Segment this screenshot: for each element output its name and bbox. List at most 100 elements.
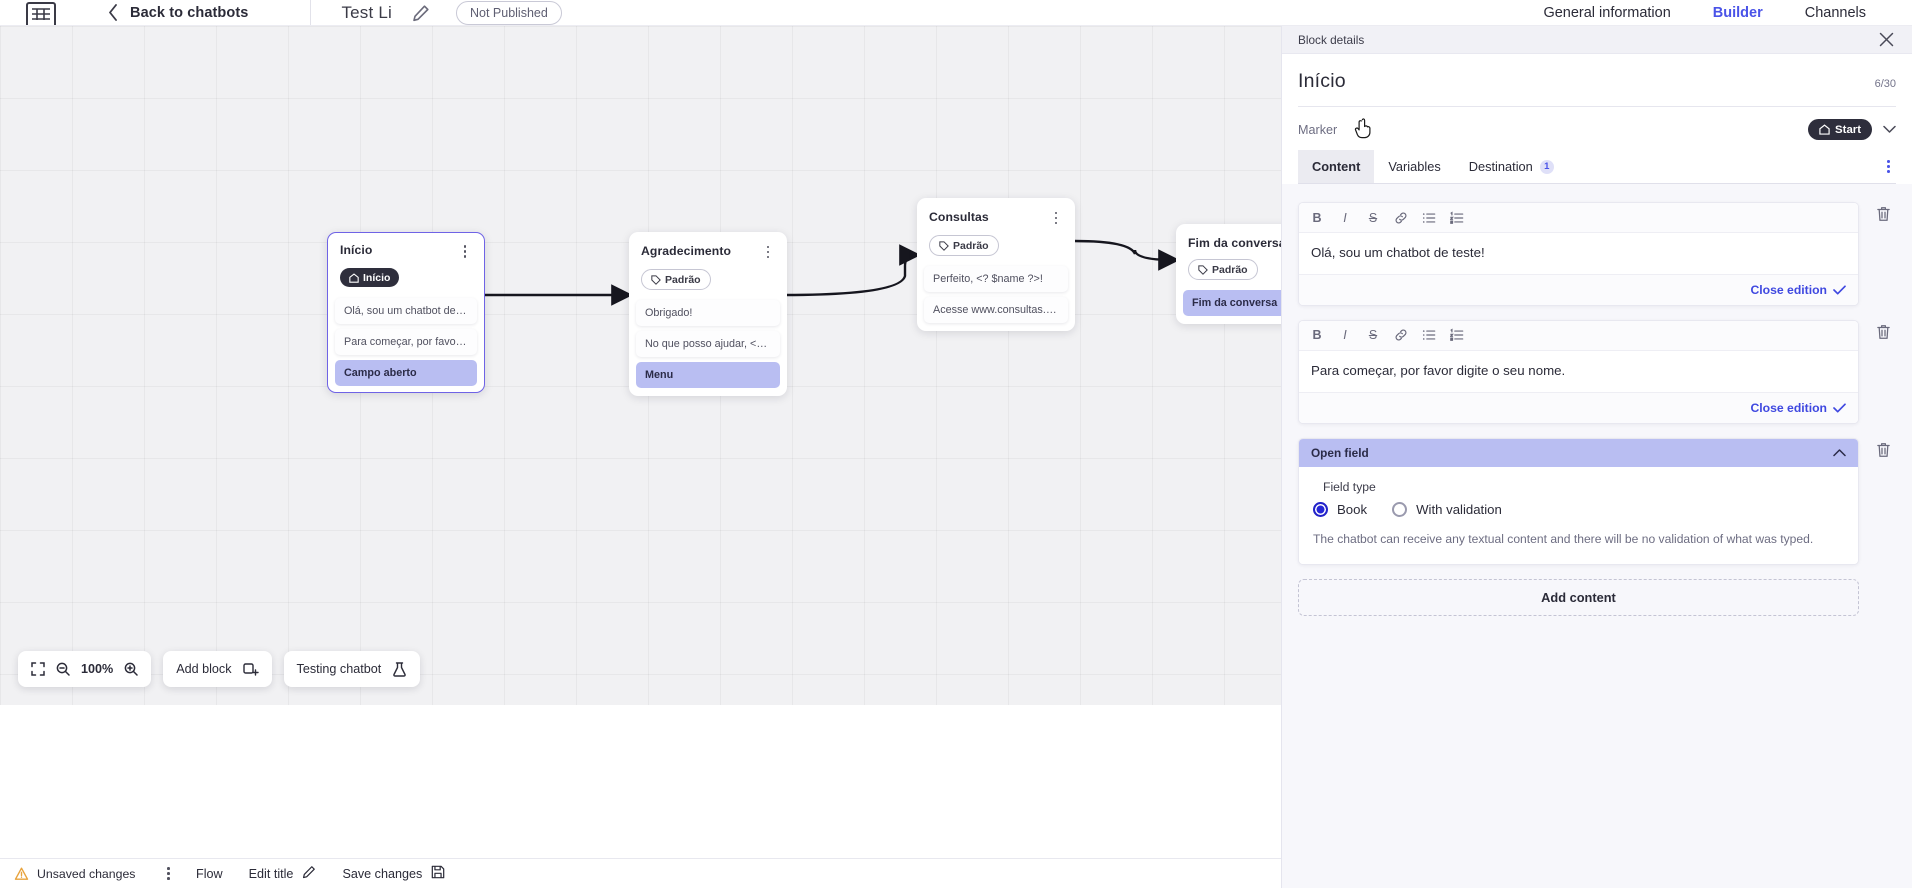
- node-row[interactable]: Campo aberto: [335, 359, 477, 386]
- bold-icon[interactable]: B: [1312, 328, 1322, 343]
- editor-text-value[interactable]: Para começar, por favor digite o seu nom…: [1299, 350, 1858, 392]
- node-row[interactable]: Obrigado!: [636, 300, 780, 326]
- bold-icon[interactable]: B: [1312, 210, 1322, 225]
- panel-tabs: Content Variables Destination 1: [1298, 150, 1896, 184]
- close-edition-button[interactable]: Close edition: [1750, 283, 1846, 297]
- testing-chatbot-button[interactable]: Testing chatbot: [283, 651, 421, 687]
- flow-canvas[interactable]: Início Início Olá, sou um chatbot de tes…: [0, 26, 1281, 705]
- node-header: Consultas: [917, 210, 1075, 226]
- tab-content[interactable]: Content: [1298, 150, 1375, 183]
- open-field-title: Open field: [1311, 445, 1369, 460]
- italic-icon[interactable]: I: [1343, 210, 1347, 225]
- add-content-button[interactable]: Add content: [1298, 579, 1859, 617]
- chevron-down-icon[interactable]: [1883, 125, 1896, 134]
- rich-text-editor[interactable]: B I S Olá, sou um chatbot de tes: [1298, 202, 1859, 306]
- flow-button[interactable]: Flow: [196, 867, 223, 881]
- editor-footer: Close edition: [1299, 273, 1858, 305]
- editor-footer: Close edition: [1299, 391, 1858, 423]
- flow-node-inicio[interactable]: Início Início Olá, sou um chatbot de tes…: [327, 232, 485, 394]
- node-row[interactable]: Acesse www.consultas.com par...: [924, 297, 1068, 323]
- node-tag-label: Padrão: [1212, 263, 1248, 276]
- divider: [1298, 106, 1896, 107]
- italic-icon[interactable]: I: [1343, 328, 1347, 343]
- unsaved-changes-label: Unsaved changes: [37, 866, 136, 881]
- close-edition-button[interactable]: Close edition: [1750, 401, 1846, 415]
- node-tag-label: Padrão: [665, 273, 701, 286]
- bullet-list-icon[interactable]: [1417, 207, 1441, 228]
- panel-tabs-kebab-menu[interactable]: [1887, 159, 1890, 174]
- add-block-icon: [242, 662, 259, 677]
- trash-icon[interactable]: [1870, 324, 1896, 340]
- flow-node-agradecimento[interactable]: Agradecimento Padrão Obrigado! No que po…: [629, 232, 787, 396]
- close-icon[interactable]: [1879, 32, 1894, 47]
- bullet-list-icon[interactable]: [1417, 325, 1441, 346]
- status-kebab-menu[interactable]: [167, 867, 171, 880]
- node-rows: Fim da conversa: [1176, 290, 1281, 316]
- tab-general-information[interactable]: General information: [1543, 5, 1671, 21]
- editor-text-value[interactable]: Olá, sou um chatbot de teste!: [1299, 233, 1858, 274]
- node-kebab-menu[interactable]: [458, 243, 472, 259]
- node-row[interactable]: Perfeito, <? $name ?>!: [924, 266, 1068, 292]
- add-block-button[interactable]: Add block: [163, 651, 272, 687]
- numbered-list-icon[interactable]: [1445, 325, 1469, 346]
- marker-label: Marker: [1298, 122, 1338, 137]
- radio-with-validation[interactable]: [1392, 501, 1408, 517]
- pencil-icon: [302, 865, 316, 882]
- node-row[interactable]: Fim da conversa: [1183, 290, 1281, 316]
- link-icon[interactable]: [1389, 207, 1413, 228]
- marker-start-badge[interactable]: Start: [1808, 119, 1872, 140]
- open-field-body: Field type Book With validation The chat…: [1299, 466, 1858, 565]
- tab-variables[interactable]: Variables: [1374, 150, 1454, 183]
- node-tag-default: Padrão: [641, 269, 711, 290]
- pencil-icon[interactable]: [412, 4, 430, 22]
- fit-screen-icon[interactable]: [31, 662, 45, 676]
- zoom-out-icon[interactable]: [56, 662, 70, 676]
- node-kebab-menu[interactable]: [761, 244, 775, 260]
- node-tag-label: Início: [363, 271, 391, 284]
- chevron-left-icon[interactable]: [108, 4, 118, 21]
- tab-variables-label: Variables: [1388, 159, 1441, 174]
- node-tag-label: Padrão: [953, 239, 989, 252]
- close-edition-label: Close edition: [1750, 400, 1827, 415]
- link-icon[interactable]: [1389, 325, 1413, 346]
- canvas-toolbar: 100% Add block Testing chatbot: [18, 651, 421, 687]
- node-row[interactable]: No que posso ajudar, <? $name ...: [636, 331, 780, 357]
- node-row[interactable]: Para começar, por favor digite o ...: [335, 328, 477, 355]
- radio-book[interactable]: [1313, 501, 1328, 517]
- save-changes-button[interactable]: Save changes: [342, 865, 445, 882]
- tab-builder[interactable]: Builder: [1712, 5, 1763, 21]
- tab-channels[interactable]: Channels: [1804, 5, 1866, 21]
- flask-icon: [392, 661, 407, 677]
- strikethrough-icon[interactable]: S: [1368, 328, 1378, 343]
- numbered-list-icon[interactable]: [1445, 207, 1469, 228]
- zoom-in-icon[interactable]: [124, 662, 138, 676]
- node-kebab-menu[interactable]: [1049, 210, 1063, 226]
- block-details-panel: Block details Início 6/30 Marker Start: [1281, 26, 1912, 888]
- brand-logo-icon[interactable]: [26, 1, 56, 25]
- content-tab-panel: B I S Olá, sou um chatbot de tes: [1282, 184, 1912, 888]
- tab-destination[interactable]: Destination 1: [1455, 150, 1568, 183]
- home-icon: [1819, 124, 1830, 135]
- chatbot-name: Test Li: [341, 2, 392, 22]
- trash-icon[interactable]: [1870, 206, 1896, 222]
- rich-text-editor[interactable]: B I S Para começar, por favor di: [1298, 319, 1859, 424]
- edit-title-button[interactable]: Edit title: [249, 865, 317, 882]
- marker-row: Marker Start: [1298, 107, 1896, 150]
- chevron-up-icon[interactable]: [1833, 448, 1846, 457]
- warning-triangle-icon: [14, 867, 29, 881]
- flow-node-consultas[interactable]: Consultas Padrão Perfeito, <? $name ?>! …: [917, 198, 1075, 331]
- zoom-controls[interactable]: 100%: [18, 651, 152, 687]
- flow-node-fim-da-conversa[interactable]: Fim da conversa Padrão Fim da conversa: [1176, 224, 1281, 324]
- panel-body: Início 6/30 Marker Start Content: [1282, 54, 1912, 184]
- trash-icon[interactable]: [1870, 442, 1896, 458]
- editor-toolbar: B I S: [1299, 203, 1858, 233]
- check-icon: [1833, 403, 1846, 413]
- node-row[interactable]: Olá, sou um chatbot de teste!: [335, 297, 477, 324]
- back-to-chatbots-link[interactable]: Back to chatbots: [130, 4, 249, 21]
- strikethrough-icon[interactable]: S: [1368, 210, 1378, 225]
- divider: [310, 0, 312, 25]
- content-block-text-2: B I S Para começar, por favor di: [1298, 319, 1896, 424]
- open-field-header[interactable]: Open field: [1299, 438, 1858, 467]
- tab-destination-label: Destination: [1468, 159, 1533, 174]
- node-row[interactable]: Menu: [636, 362, 780, 388]
